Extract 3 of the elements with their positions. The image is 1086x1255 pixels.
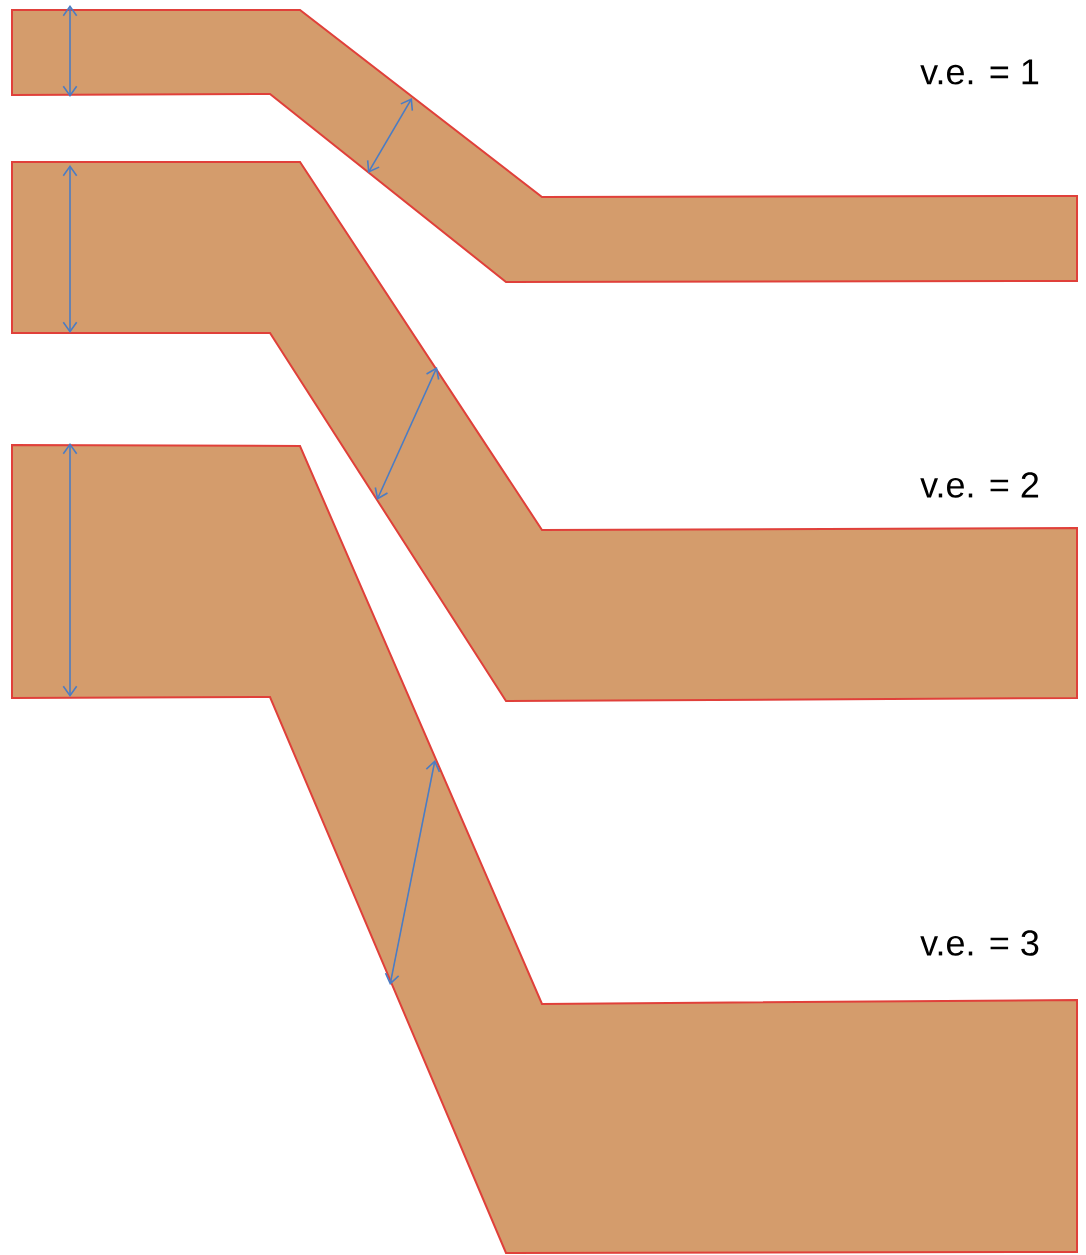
scale-label: v.e. = 3 (920, 930, 1039, 956)
scale-label: v.e. = 1 (920, 59, 1039, 85)
scale-label: v.e. = 2 (920, 472, 1039, 498)
